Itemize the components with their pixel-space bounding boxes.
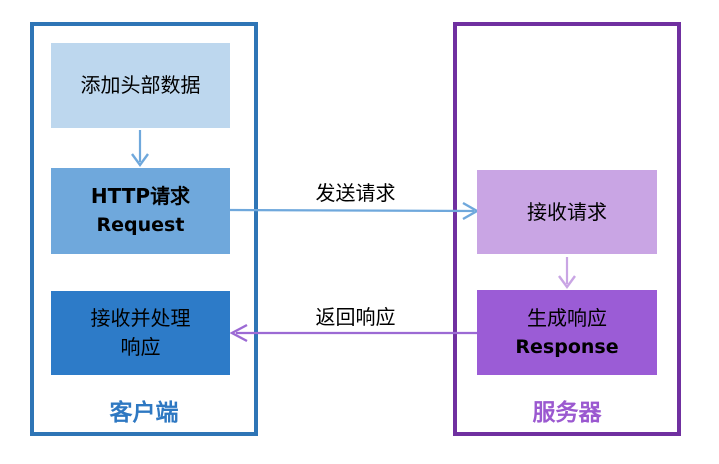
client-zone-label: 客户端 bbox=[109, 400, 179, 426]
client-container bbox=[30, 22, 258, 436]
receive-request-box-label: 接收请求 bbox=[527, 199, 607, 224]
server-container bbox=[453, 22, 681, 436]
send-request-label: 发送请求 bbox=[315, 181, 396, 205]
receive-process-box-line1: 接收并处理 bbox=[90, 306, 191, 330]
generate-response-box: 生成响应 Response bbox=[477, 290, 657, 375]
server-zone-label: 服务器 bbox=[532, 400, 602, 426]
http-request-box-line1: HTTP请求 bbox=[90, 184, 191, 208]
receive-request-box: 接收请求 bbox=[477, 170, 657, 254]
return-response-label: 返回响应 bbox=[315, 305, 396, 329]
http-request-box: HTTP请求 Request bbox=[51, 168, 230, 254]
add-header-box: 添加头部数据 bbox=[51, 43, 230, 128]
generate-response-box-line2: Response bbox=[515, 335, 619, 358]
add-header-box-label: 添加头部数据 bbox=[80, 73, 201, 97]
receive-process-box-line2: 响应 bbox=[120, 335, 161, 359]
http-request-box-line2: Request bbox=[96, 214, 185, 236]
receive-process-box: 接收并处理 响应 bbox=[51, 291, 230, 375]
generate-response-box-line1: 生成响应 bbox=[527, 305, 607, 330]
